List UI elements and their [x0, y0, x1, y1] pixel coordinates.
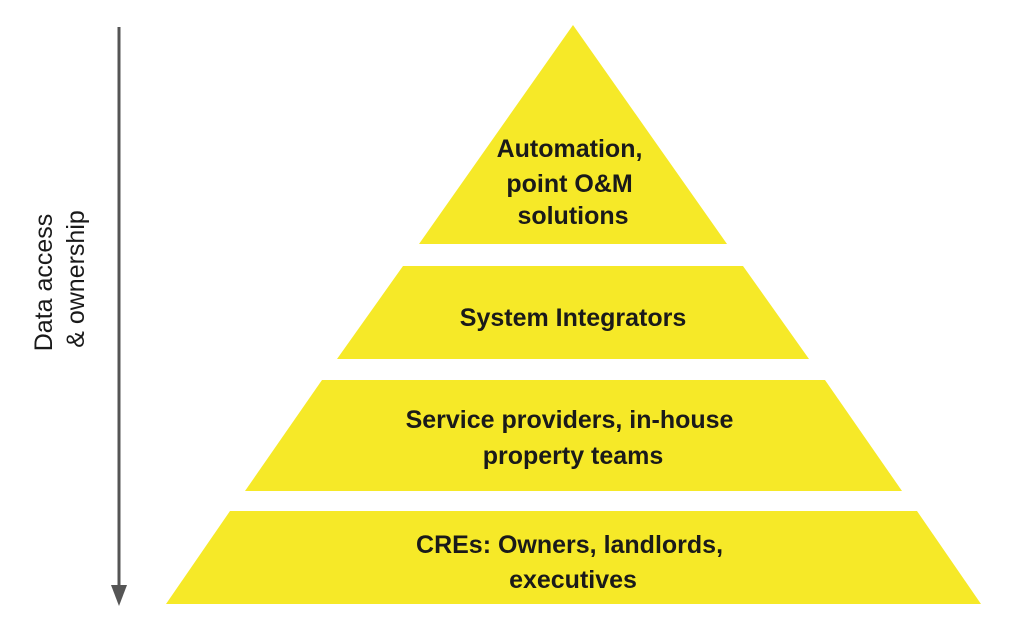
tier-label-line: System Integrators — [460, 304, 686, 332]
tier-shape — [419, 25, 727, 244]
tier-label-line: property teams — [483, 442, 664, 470]
axis-label-line-1: Data access — [30, 214, 58, 352]
tier-shape — [245, 380, 902, 491]
pyramid-tier-service-providers: Service providers, in-house property tea… — [245, 380, 902, 491]
tier-label-line: Service providers, in-house — [406, 406, 734, 434]
pyramid-tier-system-integrators: System Integrators — [337, 266, 809, 359]
tier-shape — [337, 266, 809, 359]
tier-shape — [166, 511, 981, 604]
tier-label-line: Automation, — [497, 135, 643, 163]
arrow-head — [111, 585, 127, 606]
tier-label: System Integrators — [460, 304, 686, 332]
tier-label-line: CREs: Owners, landlords, — [416, 531, 723, 559]
pyramid-tier-cres: CREs: Owners, landlords, executives — [166, 511, 981, 604]
tier-label: Service providers, in-house property tea… — [406, 406, 741, 470]
pyramid-tier-automation: Automation, point O&M solutions — [419, 25, 727, 244]
axis-label-line-2: & ownership — [62, 210, 90, 348]
axis-label: Data access & ownership — [30, 207, 90, 352]
data-access-arrow — [111, 27, 127, 606]
tier-label-line: point O&M — [506, 170, 632, 198]
tier-label-line: executives — [509, 566, 637, 594]
tier-label-line: solutions — [517, 202, 628, 230]
tier-label: CREs: Owners, landlords, executives — [416, 531, 730, 594]
tier-label: Automation, point O&M solutions — [497, 135, 650, 230]
